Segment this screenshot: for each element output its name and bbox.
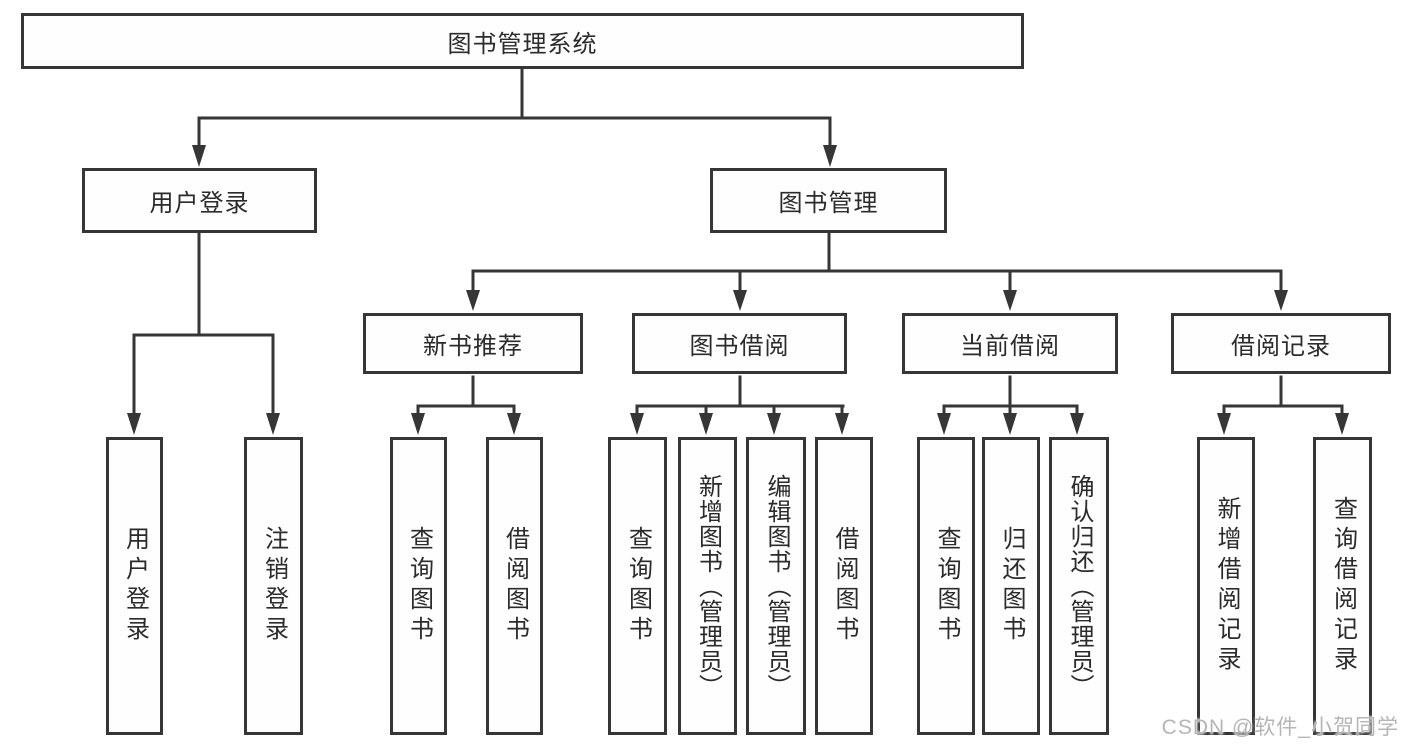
node-label: 用户登录	[149, 190, 250, 217]
arrowheads	[127, 145, 1349, 435]
node-label: 查询图书	[624, 526, 652, 646]
leaf-add-book-admin: 新增图书（管理员）	[678, 437, 737, 735]
arrow-icon	[127, 413, 141, 435]
arrow-icon	[1335, 413, 1349, 435]
leaf-user-login: 用户登录	[106, 437, 163, 735]
node-label: 归还图书	[998, 526, 1025, 646]
connector-root-to-level2	[197, 67, 832, 148]
leaf-logout: 注销登录	[244, 437, 303, 735]
node-label: 新书推荐	[423, 333, 523, 360]
node-borrowing-records: 借阅记录	[1171, 313, 1391, 374]
arrow-icon	[767, 413, 781, 435]
node-book-management: 图书管理	[710, 168, 947, 233]
leaf-query-borrow-record: 查询借阅记录	[1313, 437, 1372, 735]
node-label: 确认归还（管理员）	[1066, 473, 1093, 699]
connector-bookborrow-to-leaves	[635, 375, 845, 415]
arrow-icon	[411, 413, 425, 435]
node-label: 图书借阅	[689, 333, 790, 360]
node-label: 编辑图书（管理员）	[763, 473, 790, 699]
connector-newbook-to-leaves	[416, 375, 516, 415]
node-library-system: 图书管理系统	[21, 13, 1024, 69]
node-user-login: 用户登录	[82, 168, 317, 233]
node-label: 借阅记录	[1231, 333, 1331, 360]
node-label: 查询借阅记录	[1329, 496, 1357, 676]
connector-currentborrow-to-leaves	[942, 375, 1079, 415]
node-label: 当前借阅	[960, 333, 1060, 360]
node-label: 用户登录	[121, 526, 149, 646]
leaf-return-books: 归还图书	[982, 437, 1040, 735]
arrow-icon	[733, 290, 747, 311]
leaf-add-borrow-record: 新增借阅记录	[1197, 437, 1255, 735]
node-label: 查询图书	[933, 526, 960, 646]
node-label: 注销登录	[260, 526, 288, 646]
leaf-query-books-current: 查询图书	[917, 437, 975, 735]
node-label: 图书管理系统	[447, 30, 598, 58]
arrow-icon	[192, 145, 206, 167]
connector-userlogin-to-leaves	[132, 231, 275, 415]
node-current-borrowing: 当前借阅	[902, 313, 1118, 374]
leaf-edit-book-admin: 编辑图书（管理员）	[746, 437, 806, 735]
node-label: 新增图书（管理员）	[694, 473, 722, 699]
node-label: 新增借阅记录	[1213, 496, 1240, 676]
node-label: 图书管理	[778, 190, 879, 217]
connector-records-to-leaves	[1222, 375, 1344, 415]
leaf-confirm-return-admin: 确认归还（管理员）	[1049, 437, 1109, 735]
arrow-icon	[823, 145, 837, 167]
arrow-icon	[699, 413, 713, 435]
node-label: 查询图书	[405, 526, 433, 646]
connector-bookmgmt-to-level3	[471, 231, 1283, 293]
node-label: 借阅图书	[501, 526, 529, 646]
arrow-icon	[835, 413, 849, 435]
arrow-icon	[1003, 413, 1017, 435]
node-new-book-recommendation: 新书推荐	[363, 313, 583, 374]
arrow-icon	[630, 413, 644, 435]
arrow-icon	[466, 290, 480, 311]
arrow-icon	[1274, 290, 1288, 311]
leaf-query-books-recommend: 查询图书	[390, 437, 447, 735]
arrow-icon	[1070, 413, 1084, 435]
arrow-icon	[1217, 413, 1231, 435]
leaf-query-books-borrowing: 查询图书	[608, 437, 667, 735]
arrow-icon	[1003, 290, 1017, 311]
arrow-icon	[937, 413, 951, 435]
arrow-icon	[507, 413, 521, 435]
arrow-icon	[266, 413, 280, 435]
leaf-borrow-books: 借阅图书	[815, 437, 873, 735]
leaf-borrow-books-recommend: 借阅图书	[486, 437, 543, 735]
node-book-borrowing: 图书借阅	[632, 313, 847, 374]
csdn-watermark: CSDN @软件_小贺同学	[1161, 716, 1399, 739]
node-label: 借阅图书	[831, 526, 858, 646]
